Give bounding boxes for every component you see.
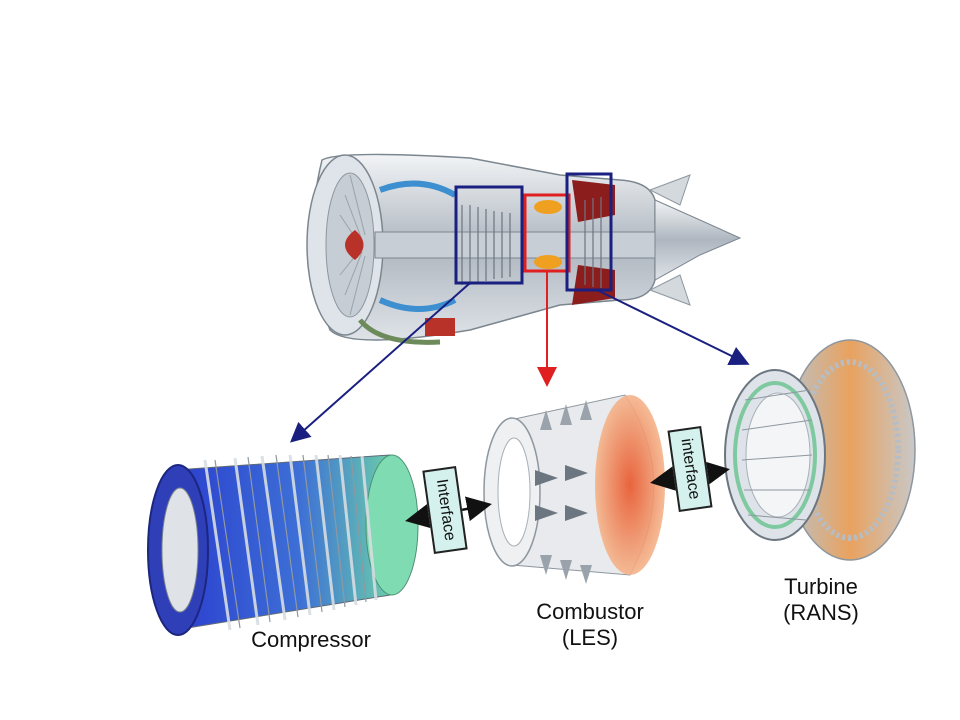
turbine-label: Turbine (RANS) [746, 574, 896, 626]
compressor-callout-arrow [290, 282, 471, 443]
compressor-label: Compressor [251, 627, 371, 652]
combustor-label: Combustor (LES) [515, 599, 665, 651]
turbine-model-illustration [724, 339, 916, 561]
compressor-model-illustration [147, 454, 419, 636]
turbine-callout-arrow [596, 289, 750, 365]
left-interface-label: Interface [432, 477, 459, 542]
combustor-label-line2: (LES) [561, 625, 619, 650]
combustor-label-line1: Combustor [536, 599, 644, 624]
combustor-model-illustration [483, 394, 665, 584]
compressor-highlight-box [454, 185, 524, 285]
turbine-highlight-box [565, 172, 613, 292]
turbine-label-line2: (RANS) [783, 600, 859, 625]
turbine-label-line1: Turbine [784, 574, 858, 599]
right-interface-label: interface [677, 437, 704, 501]
